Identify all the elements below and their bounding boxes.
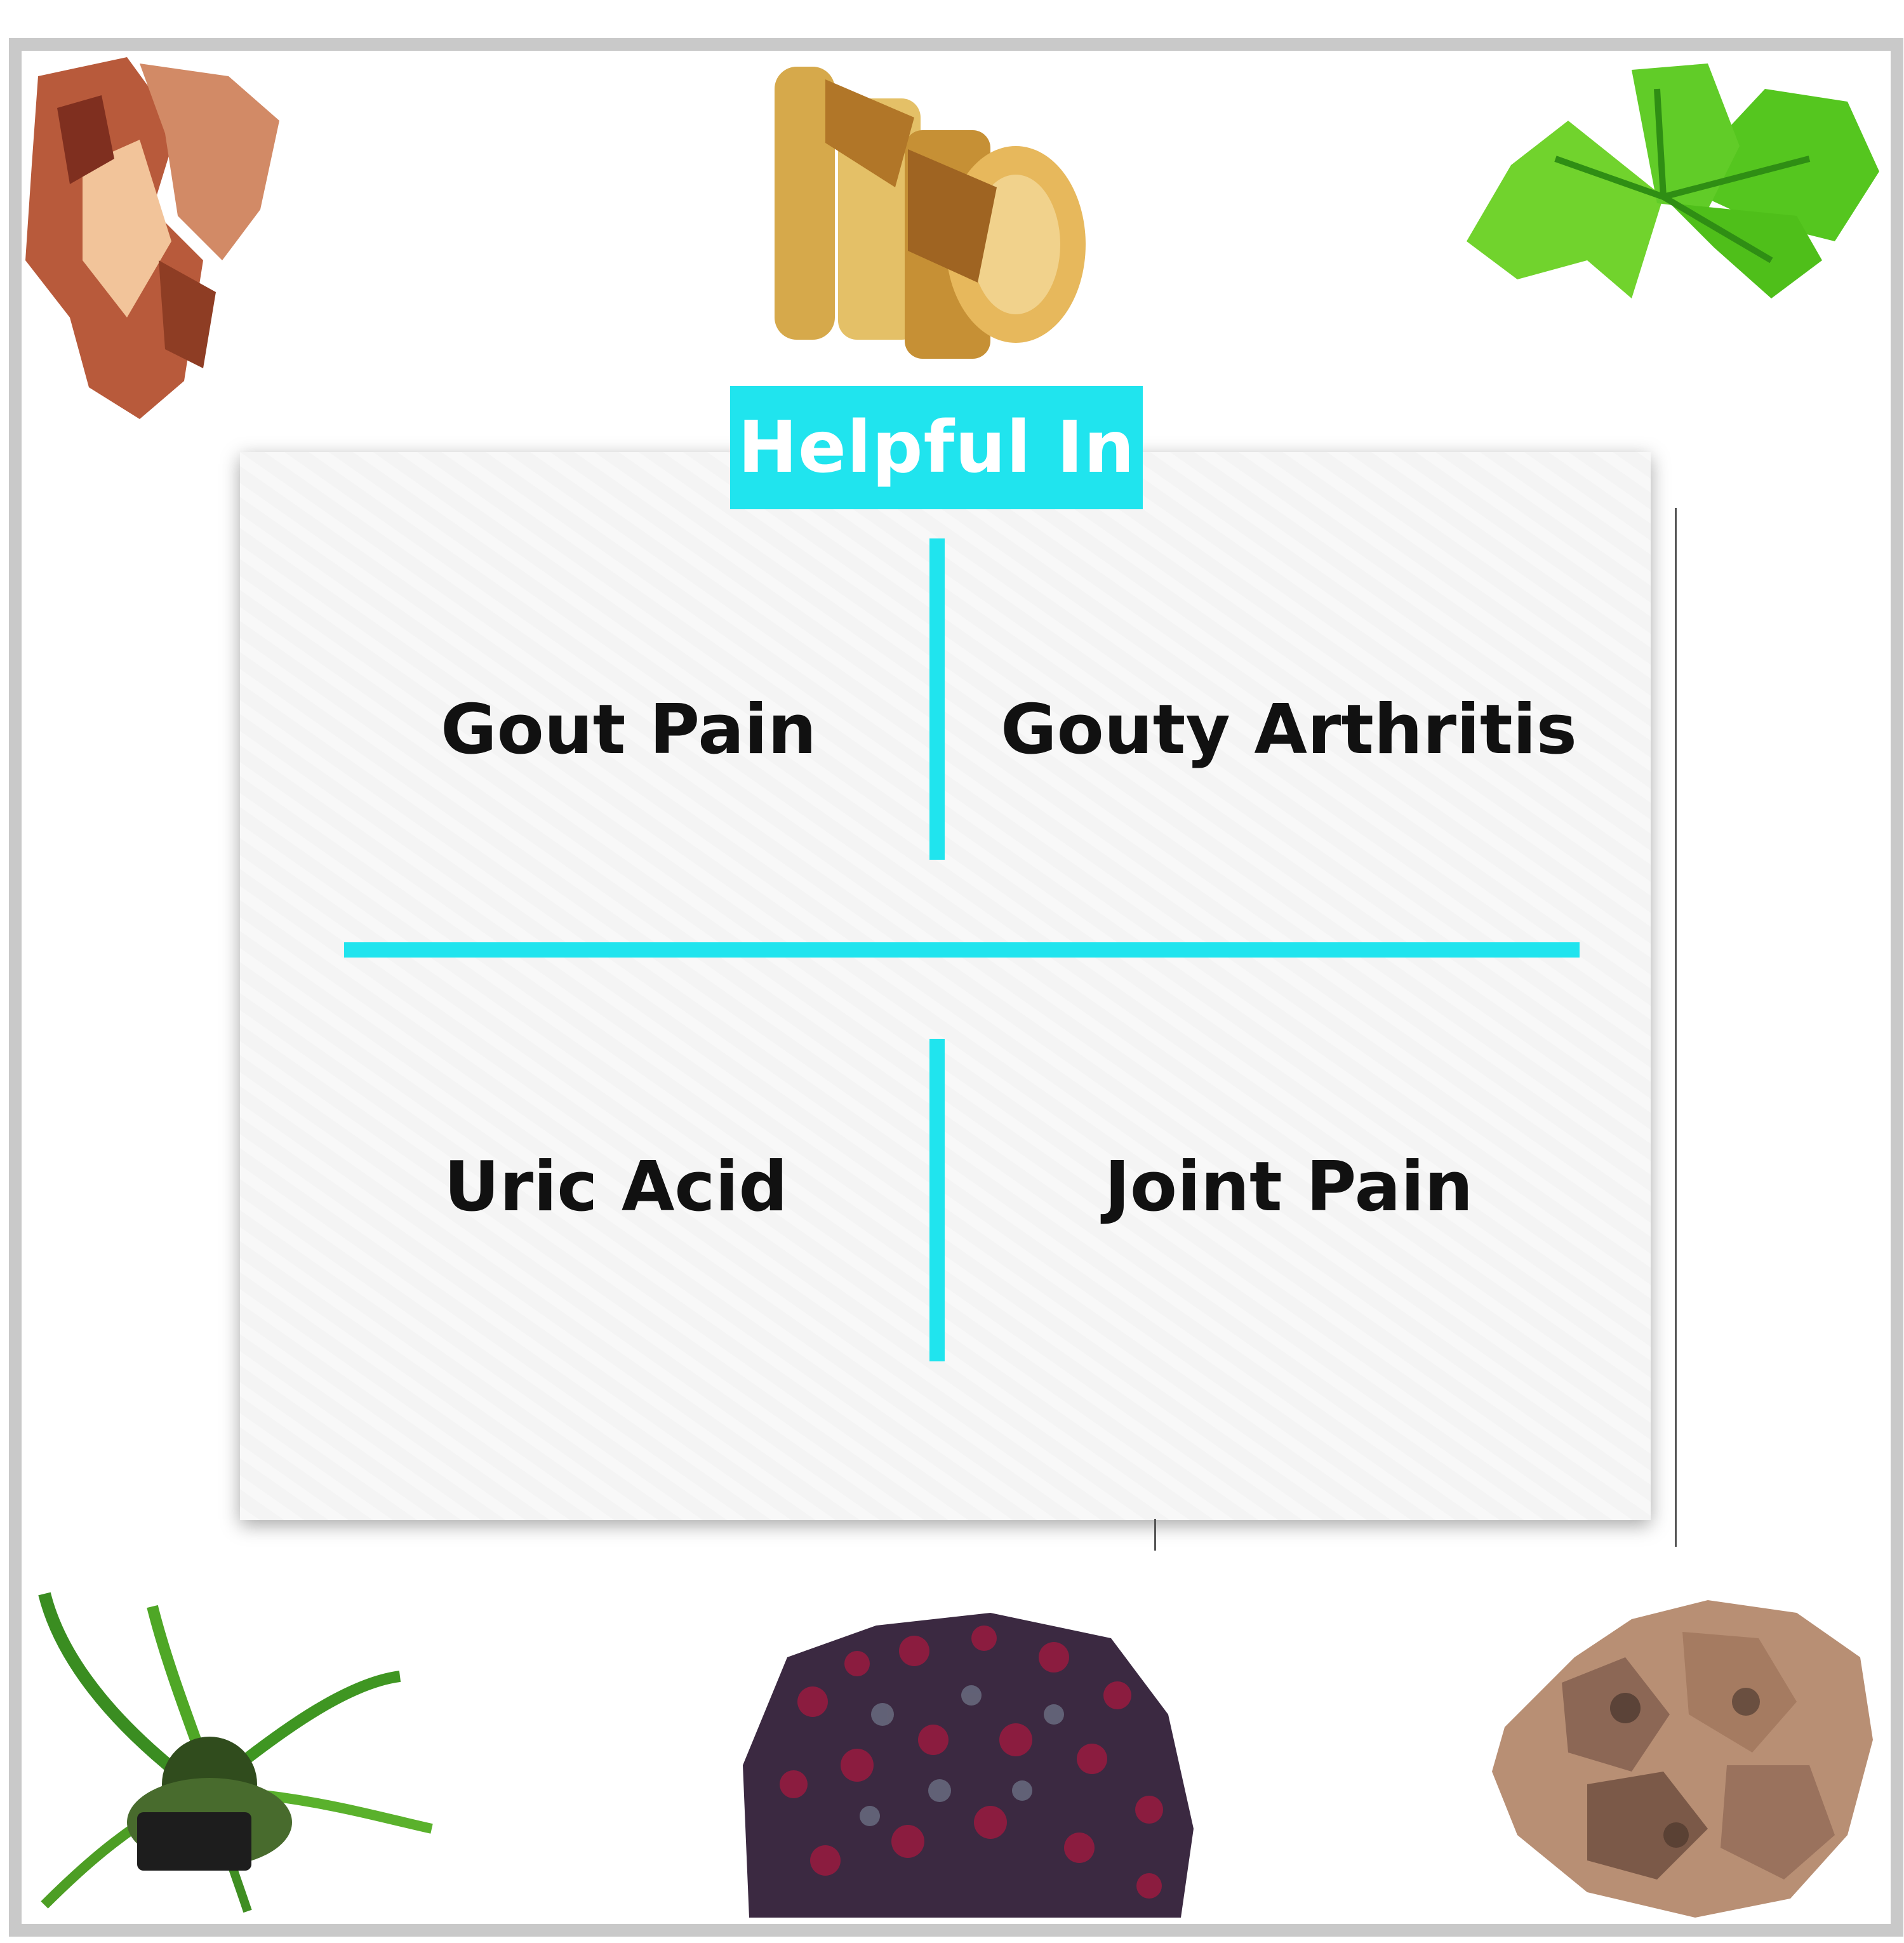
benefit-label: Joint Pain bbox=[1104, 1147, 1474, 1227]
badge-title: Helpful In bbox=[738, 406, 1135, 489]
leaf-icon bbox=[1441, 51, 1886, 343]
horizontal-divider bbox=[344, 942, 1580, 958]
licorice-root-icon bbox=[749, 54, 1105, 384]
benefit-label: Gouty Arthritis bbox=[1001, 690, 1577, 770]
right-thin-line bbox=[1675, 508, 1677, 1547]
bottom-thin-line bbox=[1154, 1519, 1156, 1551]
seeds-icon bbox=[724, 1600, 1206, 1930]
helpful-in-badge: Helpful In bbox=[730, 386, 1143, 509]
plant-icon bbox=[19, 1568, 451, 1924]
top-vertical-divider bbox=[929, 538, 945, 860]
benefit-label: Uric Acid bbox=[444, 1147, 788, 1227]
root-icon bbox=[1467, 1562, 1886, 1930]
benefit-joint-pain: Joint Pain bbox=[990, 1092, 1587, 1283]
benefit-gouty-arthritis: Gouty Arthritis bbox=[990, 622, 1587, 838]
card-texture bbox=[240, 452, 1651, 1520]
bottom-vertical-divider bbox=[929, 1039, 945, 1361]
benefit-label: Gout Pain bbox=[441, 690, 816, 770]
benefit-uric-acid: Uric Acid bbox=[343, 1092, 889, 1283]
bark-icon bbox=[13, 51, 311, 425]
benefit-gout-pain: Gout Pain bbox=[356, 635, 902, 825]
benefits-card bbox=[240, 452, 1651, 1520]
